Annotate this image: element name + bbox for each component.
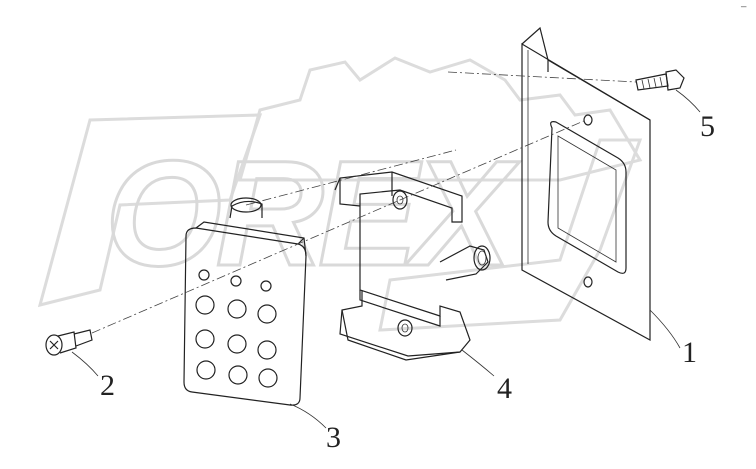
leader-lines <box>71 89 701 429</box>
watermark-text: OREX <box>105 129 520 297</box>
assembly-center-lines <box>91 71 637 334</box>
part-1-bracket-plate <box>521 26 651 342</box>
watermark-swoosh <box>37 113 263 308</box>
callout-labels: 1 2 3 4 5 <box>100 110 715 454</box>
callout-part-4: 4 <box>497 372 512 405</box>
part-3-control-pad <box>183 197 307 406</box>
callout-part-1: 1 <box>682 336 697 369</box>
watermark-gear <box>238 56 643 182</box>
part-2-screw <box>45 329 93 356</box>
control-pad-button-grid <box>195 269 278 388</box>
corner-mark: ⁻ <box>740 2 747 18</box>
watermark-logo: OREX <box>37 56 643 332</box>
part-5-bolt <box>635 69 685 91</box>
callout-part-2: 2 <box>100 369 115 402</box>
callout-part-3: 3 <box>326 421 341 454</box>
callout-part-5: 5 <box>700 110 715 143</box>
watermark-swoosh-right <box>378 138 643 332</box>
part-4-holder-frame <box>334 171 491 361</box>
